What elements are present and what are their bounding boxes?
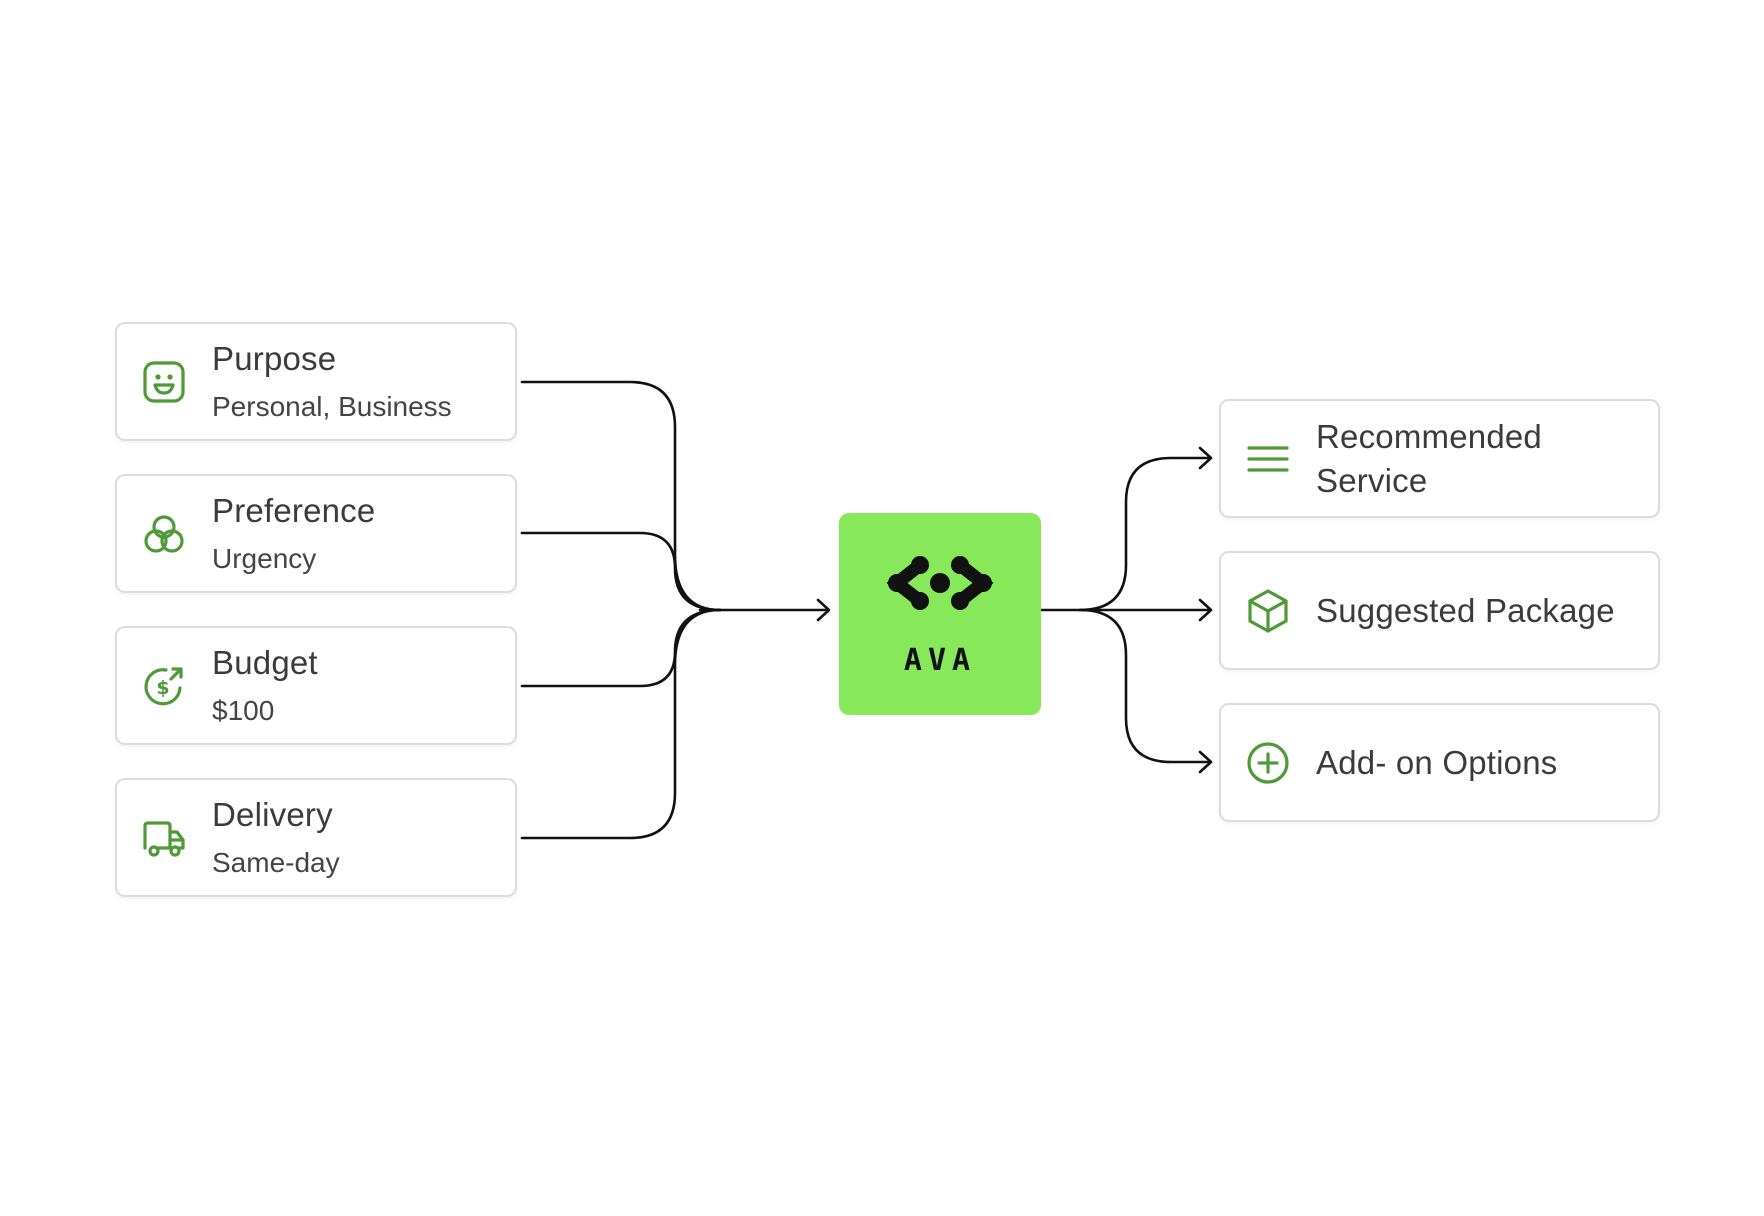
plus-circle-icon bbox=[1244, 739, 1292, 787]
overlapping-circles-icon bbox=[140, 510, 188, 558]
connector-purpose bbox=[520, 380, 722, 612]
connector-delivery bbox=[520, 608, 722, 840]
smiley-face-icon bbox=[140, 358, 188, 406]
input-title: Purpose bbox=[212, 339, 337, 377]
input-card-text: Budget $100 bbox=[212, 628, 318, 743]
input-title: Budget bbox=[212, 643, 318, 681]
arrowhead-suggested bbox=[1198, 598, 1213, 622]
input-title: Delivery bbox=[212, 795, 333, 833]
output-card-suggested-package: Suggested Package bbox=[1219, 551, 1660, 670]
output-title: Recommended Service bbox=[1316, 417, 1542, 499]
input-card-purpose: Purpose Personal, Business bbox=[115, 322, 517, 441]
connector-recommended bbox=[1078, 456, 1212, 612]
delivery-truck-icon bbox=[140, 814, 188, 862]
arrowhead-recommended bbox=[1198, 446, 1213, 470]
list-lines-icon bbox=[1244, 435, 1292, 483]
arrowhead-to-hub bbox=[816, 598, 831, 622]
dollar-growth-icon: $ bbox=[140, 662, 188, 710]
output-title: Add- on Options bbox=[1316, 743, 1558, 781]
svg-text:$: $ bbox=[156, 677, 169, 699]
output-card-text: Suggested Package bbox=[1316, 553, 1646, 668]
input-card-text: Purpose Personal, Business bbox=[212, 324, 452, 439]
output-card-recommended-service: Recommended Service bbox=[1219, 399, 1660, 518]
input-value: Personal, Business bbox=[212, 390, 452, 422]
package-box-icon bbox=[1244, 587, 1292, 635]
connector-preference bbox=[520, 531, 722, 612]
input-value: Urgency bbox=[212, 542, 317, 574]
input-card-delivery: Delivery Same-day bbox=[115, 778, 517, 897]
input-card-text: Delivery Same-day bbox=[212, 780, 340, 895]
ava-logo-icon bbox=[886, 556, 994, 610]
arrowhead-addon bbox=[1198, 750, 1213, 774]
output-card-text: Recommended Service bbox=[1316, 401, 1646, 516]
input-card-text: Preference Urgency bbox=[212, 476, 375, 591]
ava-hub: AVA bbox=[839, 513, 1041, 715]
hub-label: AVA bbox=[903, 643, 977, 678]
input-value: $100 bbox=[212, 694, 275, 726]
input-value: Same-day bbox=[212, 846, 340, 878]
output-title: Suggested Package bbox=[1316, 591, 1615, 629]
input-title: Preference bbox=[212, 491, 376, 529]
output-card-text: Add- on Options bbox=[1316, 705, 1646, 820]
input-card-budget: $ Budget $100 bbox=[115, 626, 517, 745]
connector-addon bbox=[1078, 608, 1212, 764]
output-card-add-on-options: Add- on Options bbox=[1219, 703, 1660, 822]
input-card-preference: Preference Urgency bbox=[115, 474, 517, 593]
